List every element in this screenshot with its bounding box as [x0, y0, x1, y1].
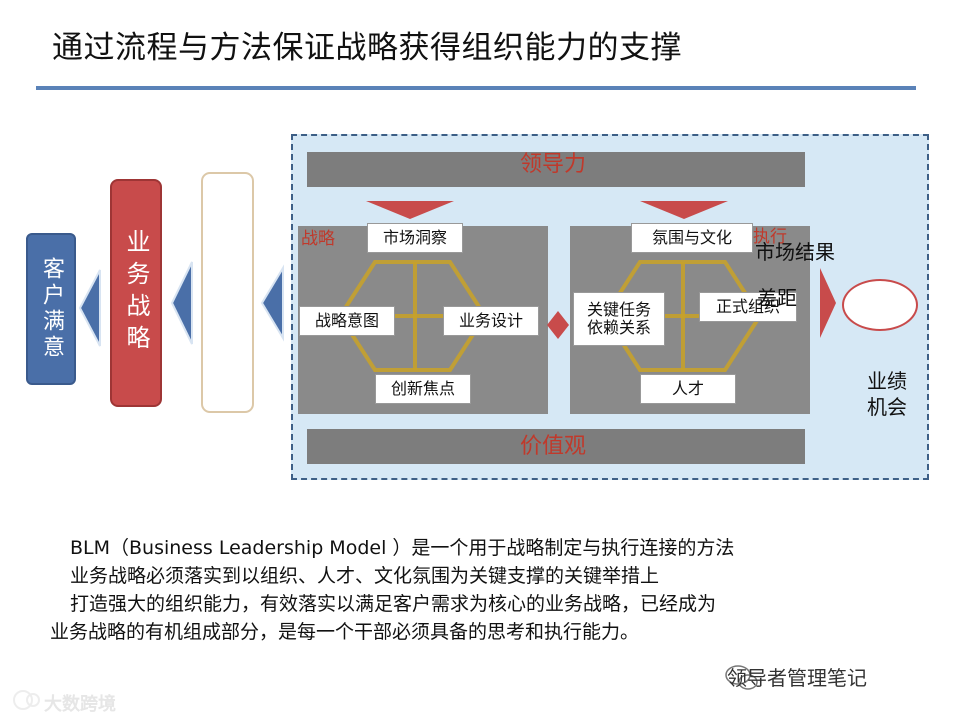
values-label: 价值观	[520, 434, 587, 459]
blank-box	[201, 172, 254, 413]
triangle-down-icon	[366, 201, 454, 219]
critical-tasks-box: 关键任务 依赖关系	[573, 292, 665, 346]
formal-organization-box: 正式组织	[699, 292, 797, 322]
logo-icon	[13, 690, 40, 710]
chevron-left-icon	[260, 264, 284, 342]
strategic-intent-box: 战略意图	[299, 306, 395, 336]
critical-tasks-line-2: 依赖关系	[586, 318, 651, 337]
description-line-4: 业务战略的有机组成部分，是每一个干部必须具备的思考和执行能力。	[50, 621, 640, 643]
business-strategy-box: 业务战略	[110, 179, 162, 407]
watermark-left: 大数跨境	[44, 694, 116, 715]
chevron-right-icon	[820, 268, 836, 338]
values-band	[307, 429, 805, 464]
critical-tasks-line-1: 关键任务	[586, 300, 651, 319]
execution-tag: 执行	[753, 227, 787, 247]
leadership-band	[307, 152, 805, 187]
innovation-focus-box: 创新焦点	[375, 374, 471, 404]
market-result-label: 市场结果	[755, 240, 835, 264]
watermark-right: 领导者管理笔记	[727, 666, 867, 690]
business-design-box: 业务设计	[443, 306, 539, 336]
page-title: 通过流程与方法保证战略获得组织能力的支撑	[52, 30, 682, 66]
performance-opportunity-label: 业绩机会	[867, 369, 907, 419]
talent-box: 人才	[640, 374, 736, 404]
customer-satisfaction-label: 客户满意	[39, 257, 64, 361]
chevron-left-icon	[170, 261, 193, 345]
strategy-tag: 战略	[301, 229, 335, 249]
diamond-icon	[547, 311, 569, 339]
market-insight-box: 市场洞察	[367, 223, 463, 253]
result-oval	[842, 279, 918, 331]
gap-label: 差距	[757, 286, 797, 310]
leadership-label: 领导力	[520, 152, 587, 177]
wechat-icon	[725, 665, 758, 690]
triangle-down-icon	[640, 201, 728, 219]
chevron-left-icon	[78, 269, 101, 347]
description-line-2: 业务战略必须落实到以组织、人才、文化氛围为关键支撑的关键举措上	[70, 565, 660, 587]
business-strategy-label: 业务战略	[122, 229, 150, 357]
description-block: BLM（Business Leadership Model ）是一个用于战略制定…	[50, 534, 910, 646]
customer-satisfaction-box: 客户满意	[26, 233, 76, 385]
title-divider	[36, 86, 916, 90]
description-line-3: 打造强大的组织能力，有效落实以满足客户需求为核心的业务战略，已经成为	[70, 593, 717, 615]
description-line-1: BLM（Business Leadership Model ）是一个用于战略制定…	[70, 537, 735, 559]
climate-culture-box: 氛围与文化	[631, 223, 753, 253]
